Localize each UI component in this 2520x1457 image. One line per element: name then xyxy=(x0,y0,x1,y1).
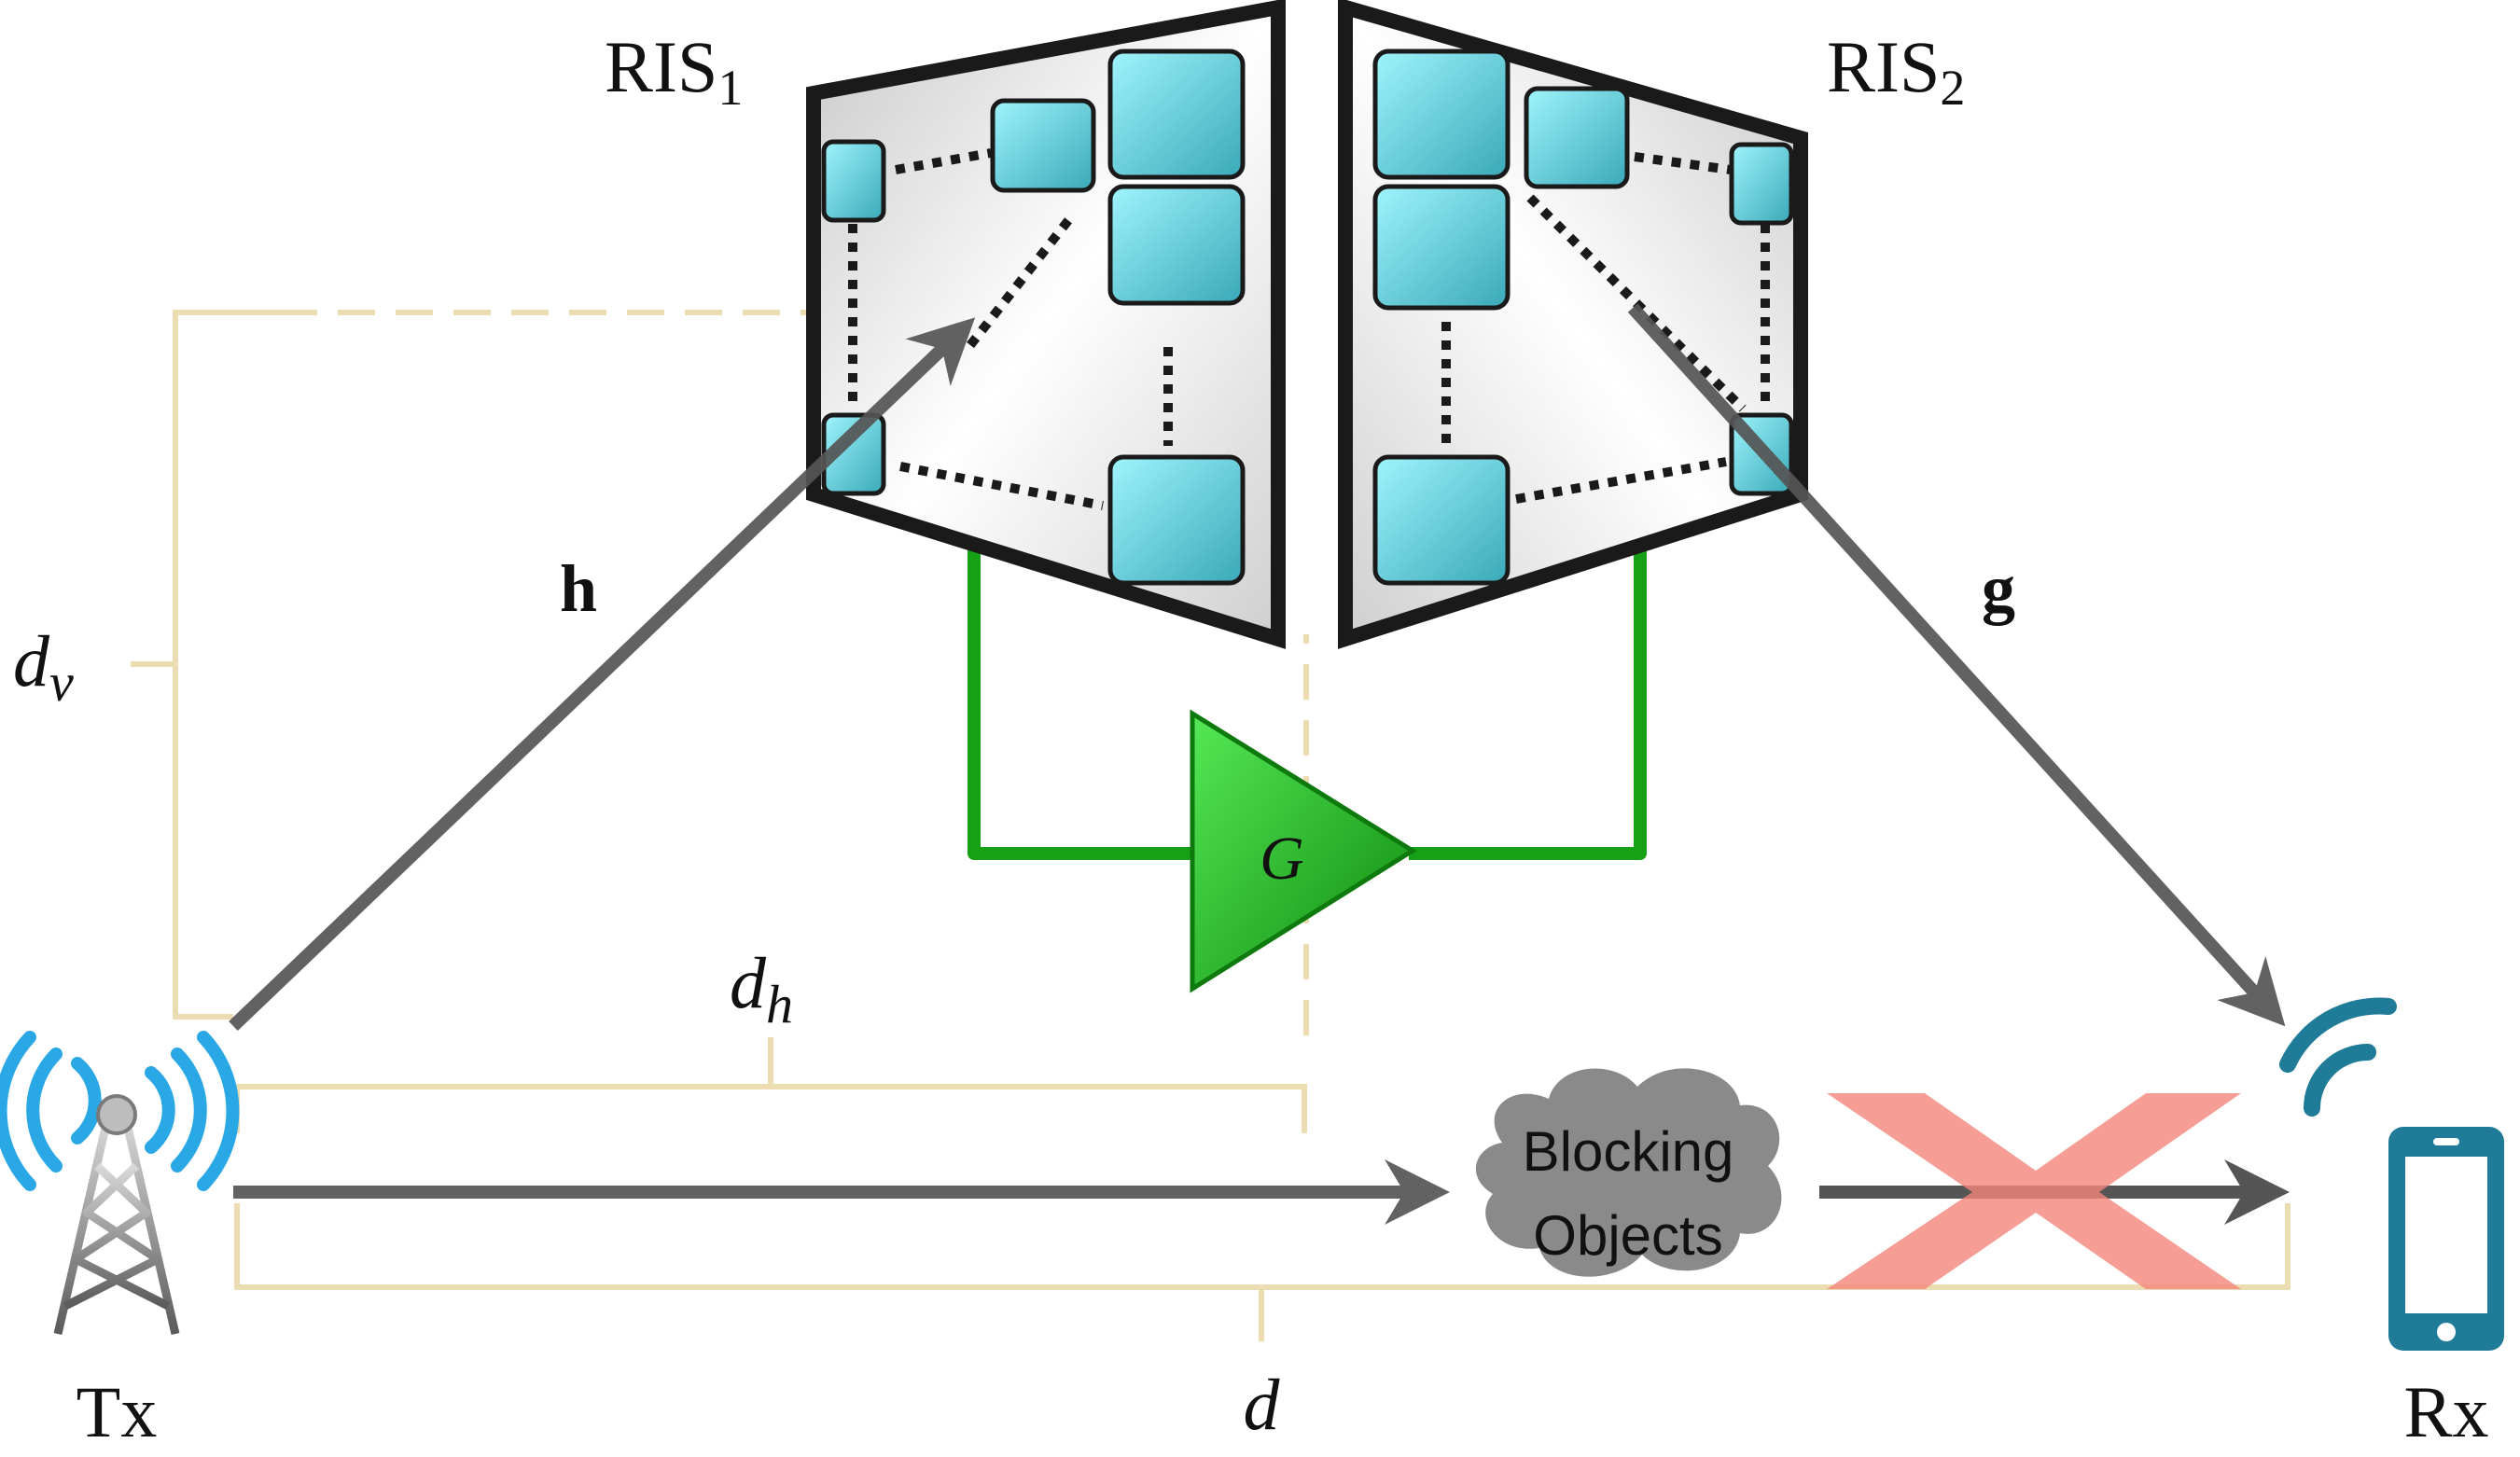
dv-label: dv xyxy=(13,620,74,713)
beams xyxy=(229,303,2286,1225)
blocking-objects-cloud: Blocking Objects xyxy=(1475,1068,1782,1277)
d-label: d xyxy=(1244,1364,1281,1445)
cell-tower-icon: Tx xyxy=(0,1031,240,1452)
ris1-panel: RIS1 xyxy=(605,0,1286,649)
blocking-label-line2: Objects xyxy=(1533,1204,1722,1267)
amplifier: G xyxy=(1190,709,1417,993)
ris1-label: RIS1 xyxy=(605,26,743,116)
gain-label: G xyxy=(1260,825,1304,893)
blocking-label-line1: Blocking xyxy=(1523,1120,1734,1183)
tx-label: Tx xyxy=(77,1371,158,1452)
dh-bracket xyxy=(234,634,1309,1133)
cross-icon xyxy=(1827,1093,2241,1289)
channel-g-label: g xyxy=(1982,551,2015,626)
rx-label: Rx xyxy=(2403,1371,2488,1452)
dv-bracket xyxy=(131,310,821,1020)
beam-h xyxy=(229,317,976,1032)
amplifier-wiring xyxy=(968,546,1647,860)
smartphone-icon: Rx xyxy=(2279,997,2504,1452)
beam-g xyxy=(1627,303,2286,1027)
d-bracket xyxy=(234,1203,2290,1341)
channel-h-label: h xyxy=(560,551,597,626)
ris2-label: RIS2 xyxy=(1827,26,1965,116)
dh-label: dh xyxy=(730,942,793,1034)
